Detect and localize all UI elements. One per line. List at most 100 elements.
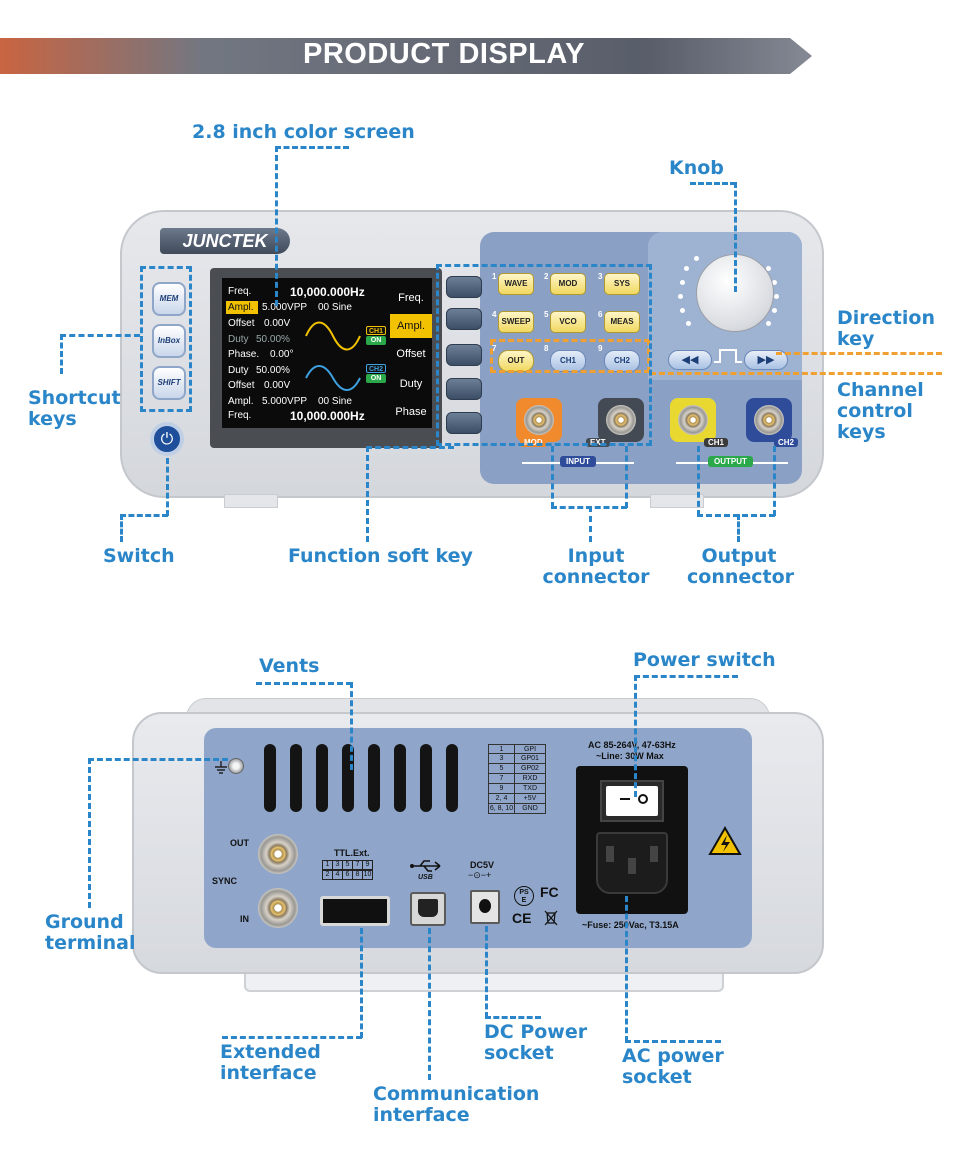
ch1-duty-value: 50.00% (256, 334, 290, 345)
ext-connector[interactable] (606, 405, 636, 435)
vent-slot (394, 744, 406, 812)
mod-connector[interactable] (524, 405, 554, 435)
leader-extended-v (360, 928, 363, 1038)
ch1-offset-label: Offset (228, 318, 255, 329)
power-button[interactable]: ⏻ (150, 422, 184, 456)
leader-communication-v (428, 928, 431, 1080)
ground-terminal[interactable] (228, 758, 244, 774)
dc-socket-hole (479, 899, 491, 913)
leader-vents-v (350, 682, 353, 770)
soft-key-4[interactable] (446, 378, 482, 400)
pin-function: GPI (514, 744, 546, 754)
callout-communication: Communication interface (373, 1083, 540, 1126)
leader-output-v2 (773, 446, 776, 516)
pin-function: GP01 (514, 754, 546, 764)
shift-key[interactable]: SHIFT (152, 366, 186, 400)
ac-pin (628, 858, 636, 874)
sweep-key[interactable]: SWEEP (498, 311, 534, 333)
knob-dot (694, 256, 699, 261)
callout-channel: Channel control keys (837, 379, 924, 443)
leader-extended-h (222, 1036, 362, 1039)
ttl-pin: 9 (362, 860, 373, 870)
knob-dot (772, 308, 777, 313)
leader-power-v (634, 675, 637, 797)
power-switch-rocker[interactable] (606, 786, 658, 816)
ampl-highlight (226, 301, 258, 314)
input-group-label: INPUT (560, 456, 596, 467)
ch1-offset-value: 0.00V (264, 318, 291, 329)
extended-interface-port[interactable] (320, 896, 390, 926)
leader-shortcut-h (60, 334, 140, 337)
ac-pin (650, 846, 658, 862)
ch1-output-connector[interactable] (678, 405, 708, 435)
ch2-freq-label: Freq. (228, 410, 252, 421)
mem-key[interactable]: MEM (152, 282, 186, 316)
pse-mark: PS E (514, 886, 534, 906)
leader-dc-h (485, 1016, 541, 1019)
callout-ground: Ground terminal (45, 911, 136, 954)
ch1-ampl-wave: 00 Sine (318, 302, 352, 313)
mod-key[interactable]: MOD (550, 273, 586, 295)
ch1-duty-label: Duty (228, 334, 249, 345)
leader-ac-h (625, 1040, 721, 1043)
callout-direction: Direction key (837, 307, 935, 350)
leader-screen-h (275, 146, 349, 149)
inbox-key[interactable]: InBox (152, 324, 186, 358)
callout-extended: Extended interface (220, 1041, 321, 1084)
weee-icon (544, 910, 558, 926)
ttl-label: TTL.Ext. (334, 848, 370, 858)
ch1-sine-wave (305, 321, 361, 351)
pin-function: +5V (514, 794, 546, 804)
switch-on-mark (638, 794, 648, 804)
right-arrow-key[interactable]: ▶▶ (744, 350, 788, 370)
ch2-offset-value: 0.00V (264, 380, 291, 391)
callout-dc-power: DC Power socket (484, 1021, 588, 1064)
fuse-spec: ~Fuse: 250Vac, T3.15A (582, 920, 679, 930)
page-title: PRODUCT DISPLAY (303, 38, 585, 70)
callout-switch: Switch (103, 545, 175, 567)
pin-function: TXD (514, 784, 546, 794)
ch2-out-label: CH2 (774, 438, 799, 447)
meas-key[interactable]: MEAS (604, 311, 640, 333)
leader-vents-h (256, 682, 352, 685)
soft-key-3[interactable] (446, 344, 482, 366)
callout-ac-power: AC power socket (622, 1045, 724, 1088)
sync-in-connector[interactable] (258, 888, 298, 928)
usb-label: USB (418, 874, 433, 881)
leader-softkey-h (366, 446, 454, 449)
vent-slot (316, 744, 328, 812)
pin-number: 5 (488, 764, 514, 774)
soft-key-2[interactable] (446, 308, 482, 330)
ch1-freq-label: Freq. (228, 286, 252, 297)
vent-slot (420, 744, 432, 812)
ch2-sine-wave (305, 365, 361, 391)
usb-port[interactable] (410, 892, 446, 926)
ch1-out-label: CH1 (704, 438, 729, 447)
key-num-9: 9 (598, 344, 603, 353)
sys-key[interactable]: SYS (604, 273, 640, 295)
ch1-ampl-label: Ampl. (228, 302, 254, 313)
leader-input-v1 (551, 446, 554, 508)
ac-spec-power: ~Line: 30W Max (596, 751, 664, 761)
wave-key[interactable]: WAVE (498, 273, 534, 295)
ch2-ampl-wave: 00 Sine (318, 396, 352, 407)
leader-switch-v2 (120, 514, 123, 542)
ch2-output-connector[interactable] (754, 405, 784, 435)
shortcut-keys-box (140, 266, 192, 412)
pin-row: 2, 4+5V (488, 794, 546, 804)
sync-out-connector[interactable] (258, 834, 298, 874)
soft-key-5[interactable] (446, 412, 482, 434)
left-arrow-key[interactable]: ◀◀ (668, 350, 712, 370)
leader-input-v2 (625, 446, 628, 508)
leader-switch-v (166, 458, 169, 516)
right-arrow-icon: ▶▶ (757, 353, 775, 366)
menu-freq: Freq. (398, 292, 424, 304)
fc-mark: FC (540, 884, 559, 900)
ext-label: EXT (586, 438, 610, 447)
front-foot-right (650, 494, 704, 508)
vco-key[interactable]: VCO (550, 311, 586, 333)
soft-key-1[interactable] (446, 276, 482, 298)
